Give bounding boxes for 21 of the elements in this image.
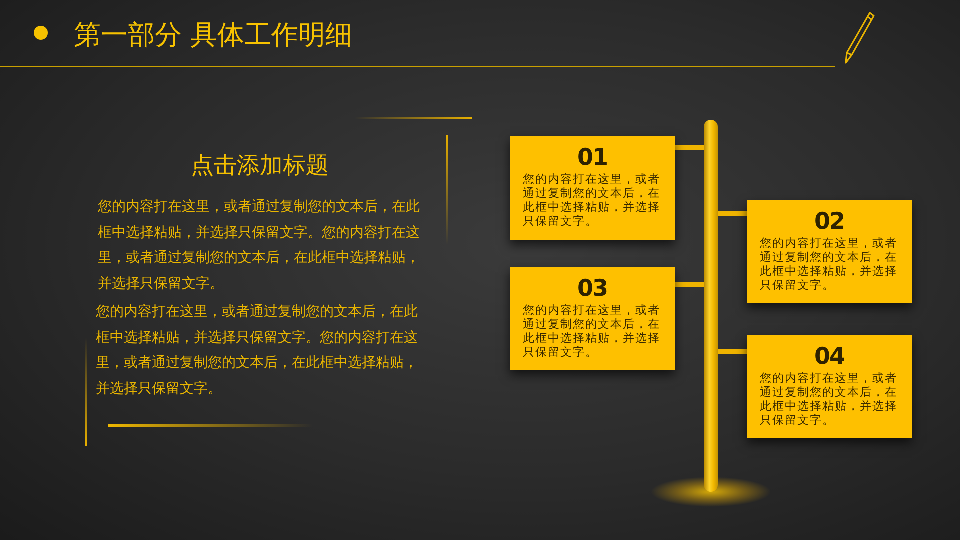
signpost-pole bbox=[704, 120, 718, 492]
step-number: 04 bbox=[813, 344, 846, 370]
step-number: 02 bbox=[813, 209, 846, 235]
info-card bbox=[510, 136, 675, 240]
info-card bbox=[747, 200, 912, 303]
card-text: 您的内容打在这里，或者通过复制您的文本后，在此框中选择粘贴，并选择只保留文字。 bbox=[760, 236, 898, 292]
card-text: 您的内容打在这里，或者通过复制您的文本后，在此框中选择粘贴，并选择只保留文字。 bbox=[760, 371, 898, 427]
slide-title: 第一部分 具体工作明细 bbox=[74, 19, 353, 53]
step-number: 01 bbox=[576, 145, 608, 171]
paragraph: 您的内容打在这里，或者通过复制您的文本后，在此框中选择粘贴，并选择只保留文字。您的内容打在这里，或者通过复制您的文本后，在此框中选择粘贴，并选择只保留文字。 bbox=[96, 303, 419, 398]
info-card bbox=[747, 335, 912, 438]
step-number: 03 bbox=[576, 276, 608, 302]
connector-bar bbox=[718, 350, 747, 354]
connector-bar bbox=[675, 282, 704, 288]
card-text: 您的内容打在这里，或者通过复制您的文本后，在此框中选择粘贴，并选择只保留文字。 bbox=[523, 172, 662, 228]
card-text: 您的内容打在这里，或者通过复制您的文本后，在此框中选择粘贴，并选择只保留文字。 bbox=[523, 303, 662, 359]
connector-bar bbox=[675, 146, 704, 150]
info-card bbox=[510, 267, 675, 370]
paragraph: 您的内容打在这里，或者通过复制您的文本后，在此框中选择粘贴，并选择只保留文字。您的内容打在这里，或者通过复制您的文本后，在此框中选择粘贴，并选择只保留文字。 bbox=[98, 198, 421, 294]
section-heading: 点击添加标题 bbox=[190, 152, 330, 181]
connector-bar bbox=[718, 212, 747, 216]
